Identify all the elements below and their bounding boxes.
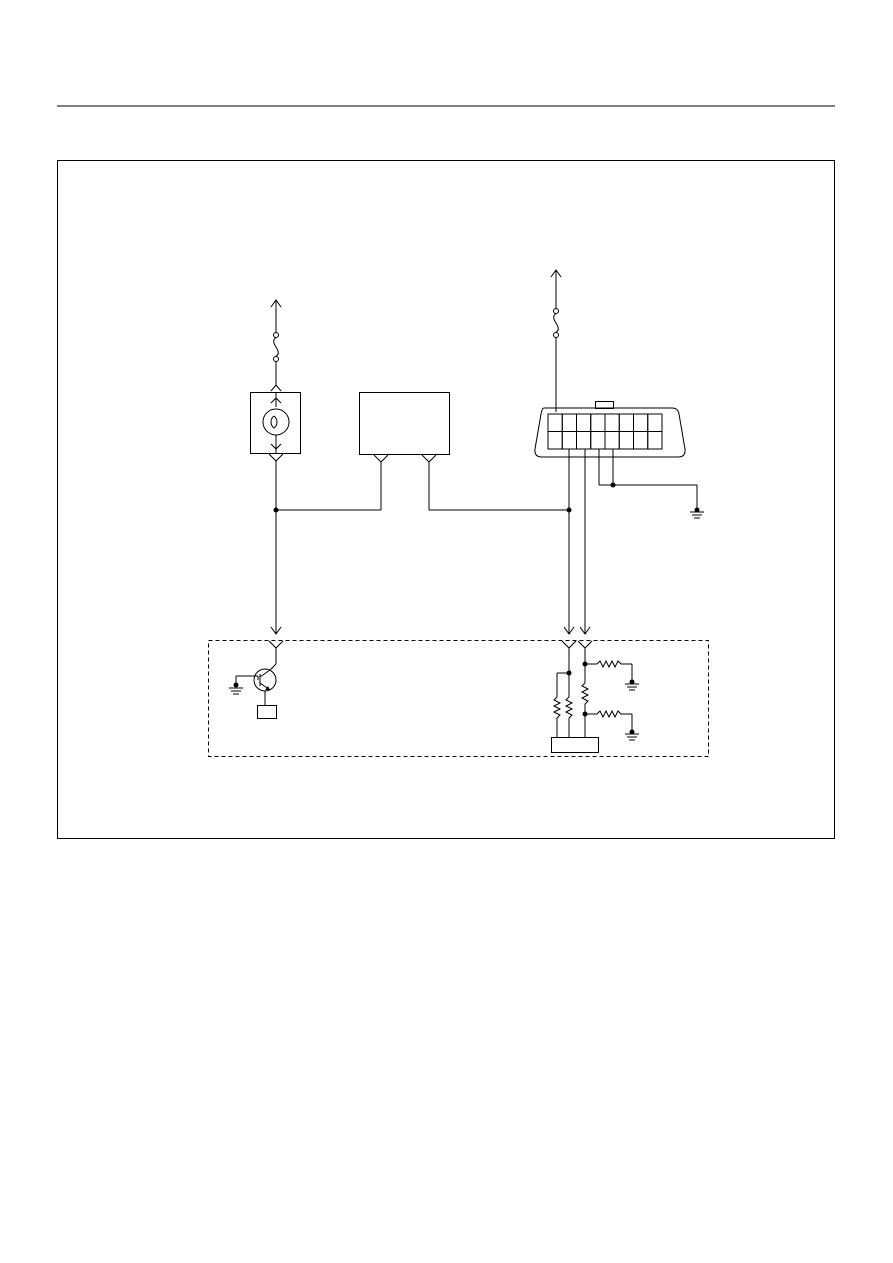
ground-icon	[690, 507, 704, 519]
dlc-pin-cavity	[561, 413, 577, 432]
resistor-icon	[552, 696, 562, 719]
resistor-icon	[564, 696, 574, 719]
dlc-pin-cavity	[618, 431, 634, 450]
warning-lamp	[250, 384, 301, 462]
ground-icon	[625, 679, 639, 691]
top-right-power-arrow	[550, 269, 562, 308]
dlc-connector-icon	[534, 407, 686, 458]
diagram-frame	[57, 160, 835, 839]
dlc-pin-cavity	[647, 413, 663, 432]
dlc-pin-cavity	[604, 413, 620, 432]
dlc-pin-cavity	[576, 413, 592, 432]
dlc-pin-cavity	[633, 413, 649, 432]
can-termination-network	[551, 648, 633, 753]
resistor-icon	[580, 682, 590, 705]
ecu-pin-a	[561, 640, 577, 649]
transceiver-box	[551, 737, 599, 753]
ground-icon	[229, 676, 243, 695]
top-right-fuse	[553, 308, 559, 412]
transistor-icon	[253, 668, 277, 692]
dlc-pin-cavity	[618, 413, 634, 432]
ground-icon	[625, 729, 639, 741]
dlc-pin-cavity	[590, 413, 606, 432]
top-left-fuse	[273, 332, 279, 385]
diagnostic-connector	[534, 401, 686, 458]
dlc-pin-cavity	[633, 431, 649, 450]
lamp-driver-transistor	[236, 663, 277, 719]
ecu-pin-b	[577, 640, 593, 649]
control-module	[359, 392, 450, 463]
dlc-pin-cavity	[647, 431, 663, 450]
dlc-pin-cavity	[547, 431, 563, 450]
dlc-pin-cavity	[604, 431, 620, 450]
splice-ground	[610, 482, 616, 488]
resistor-icon	[596, 709, 622, 719]
dlc-wire-a-arrow	[563, 626, 575, 635]
dlc-pin-cavity	[547, 413, 563, 432]
dlc-pin-grid	[547, 413, 663, 450]
lamp-wire-arrow	[270, 626, 282, 635]
dlc-pin-cavity	[590, 431, 606, 450]
dlc-pin-cavity	[576, 431, 592, 450]
top-left-power-arrow	[270, 299, 282, 332]
resistor-icon	[596, 659, 622, 669]
ecu-dashed-box	[208, 640, 709, 757]
dlc-wire-b-arrow	[579, 626, 591, 635]
lamp-icon	[262, 408, 290, 436]
dlc-pin-cavity	[561, 431, 577, 450]
ecu-pin-lamp	[268, 640, 284, 649]
